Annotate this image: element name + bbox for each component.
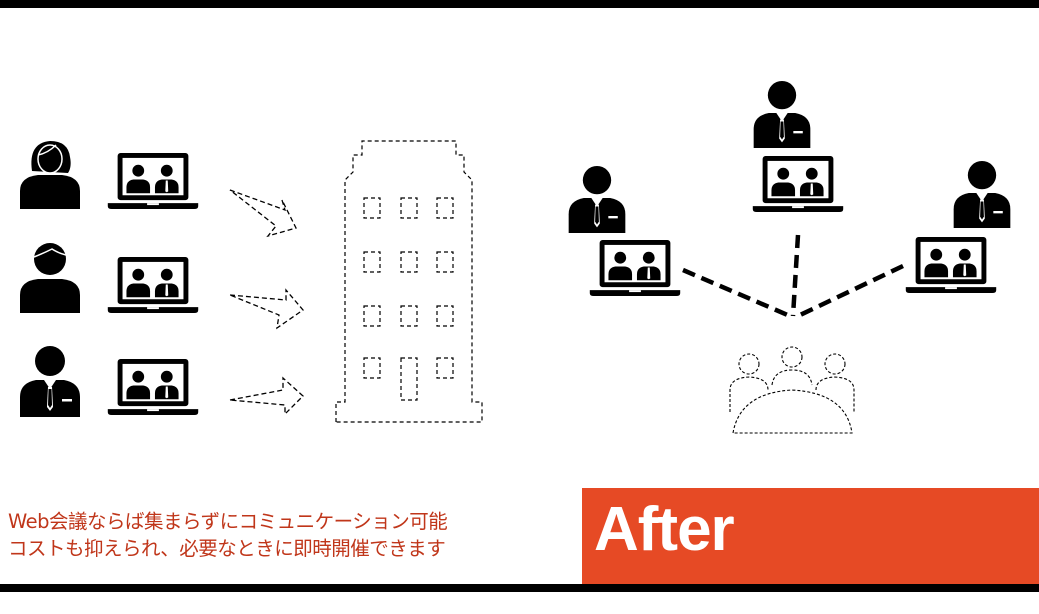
bottom-border	[0, 584, 1039, 592]
caption-line-2: コストも抑えられ、必要なときに即時開催できます	[8, 537, 446, 560]
businessman-icon	[568, 165, 626, 233]
laptop-icon	[905, 237, 997, 294]
top-border	[0, 0, 1039, 8]
businessman-icon	[753, 80, 811, 148]
laptop-icon	[752, 156, 844, 213]
office-building-icon	[335, 140, 483, 423]
woman-icon	[19, 140, 81, 210]
meeting-group-icon	[729, 346, 855, 434]
laptop-icon	[107, 257, 199, 314]
caption-line-1: Web会議ならば集まらずにコミュニケーション可能	[8, 510, 448, 533]
after-label: After	[594, 495, 735, 564]
man-icon	[19, 242, 81, 314]
connection-lines	[682, 234, 904, 319]
laptop-icon	[107, 359, 199, 416]
laptop-icon	[589, 240, 681, 297]
businessman-icon	[20, 346, 80, 417]
laptop-icon	[107, 153, 199, 210]
businessman-icon	[953, 160, 1011, 228]
caption-text: Web会議ならば集まらずにコミュニケーション可能 コストも抑えられ、必要なときに…	[8, 508, 448, 562]
after-badge: After	[582, 488, 1039, 584]
dashed-arrows	[229, 189, 304, 416]
